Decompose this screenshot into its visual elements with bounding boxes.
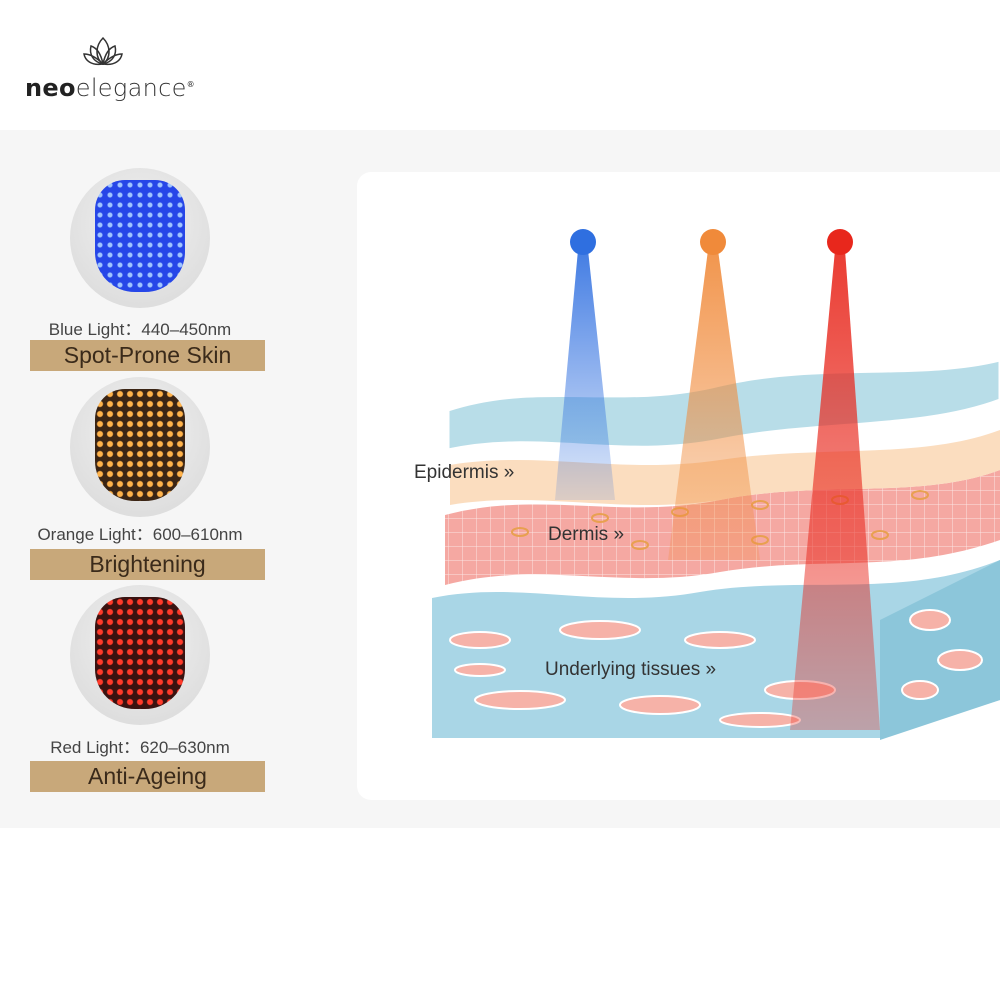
orange-light-dot xyxy=(700,229,726,255)
orange-mask-image xyxy=(70,377,210,517)
blue-benefit: Spot-Prone Skin xyxy=(30,340,265,371)
brand-logo: neoelegance® xyxy=(25,34,195,104)
lotus-icon xyxy=(83,36,123,66)
orange-light-beam xyxy=(668,250,760,560)
dermis-label: Dermis » xyxy=(548,524,625,545)
registered-mark: ® xyxy=(186,80,195,89)
red-light-dot xyxy=(827,229,853,255)
brand-name-bold: neo xyxy=(25,74,76,102)
brand-name: neoelegance® xyxy=(25,74,195,102)
blue-light-dot xyxy=(570,229,596,255)
underlying-tissues-label: Underlying tissues » xyxy=(545,659,717,680)
epidermis-label: Epidermis » xyxy=(414,462,515,483)
red-benefit: Anti-Ageing xyxy=(30,761,265,792)
red-mask-image xyxy=(70,585,210,725)
blue-wavelength: Blue Light：440–450nm xyxy=(48,320,232,339)
underlying-tissue-layer xyxy=(432,560,1000,740)
brand-name-light: elegance xyxy=(75,74,187,102)
red-light-beam xyxy=(790,250,880,730)
red-wavelength: Red Light：620–630nm xyxy=(50,738,230,757)
orange-wavelength: Orange Light：600–610nm xyxy=(37,525,243,544)
blue-light-beam xyxy=(555,250,615,500)
orange-benefit: Brightening xyxy=(30,549,265,580)
blue-mask-image xyxy=(70,168,210,308)
